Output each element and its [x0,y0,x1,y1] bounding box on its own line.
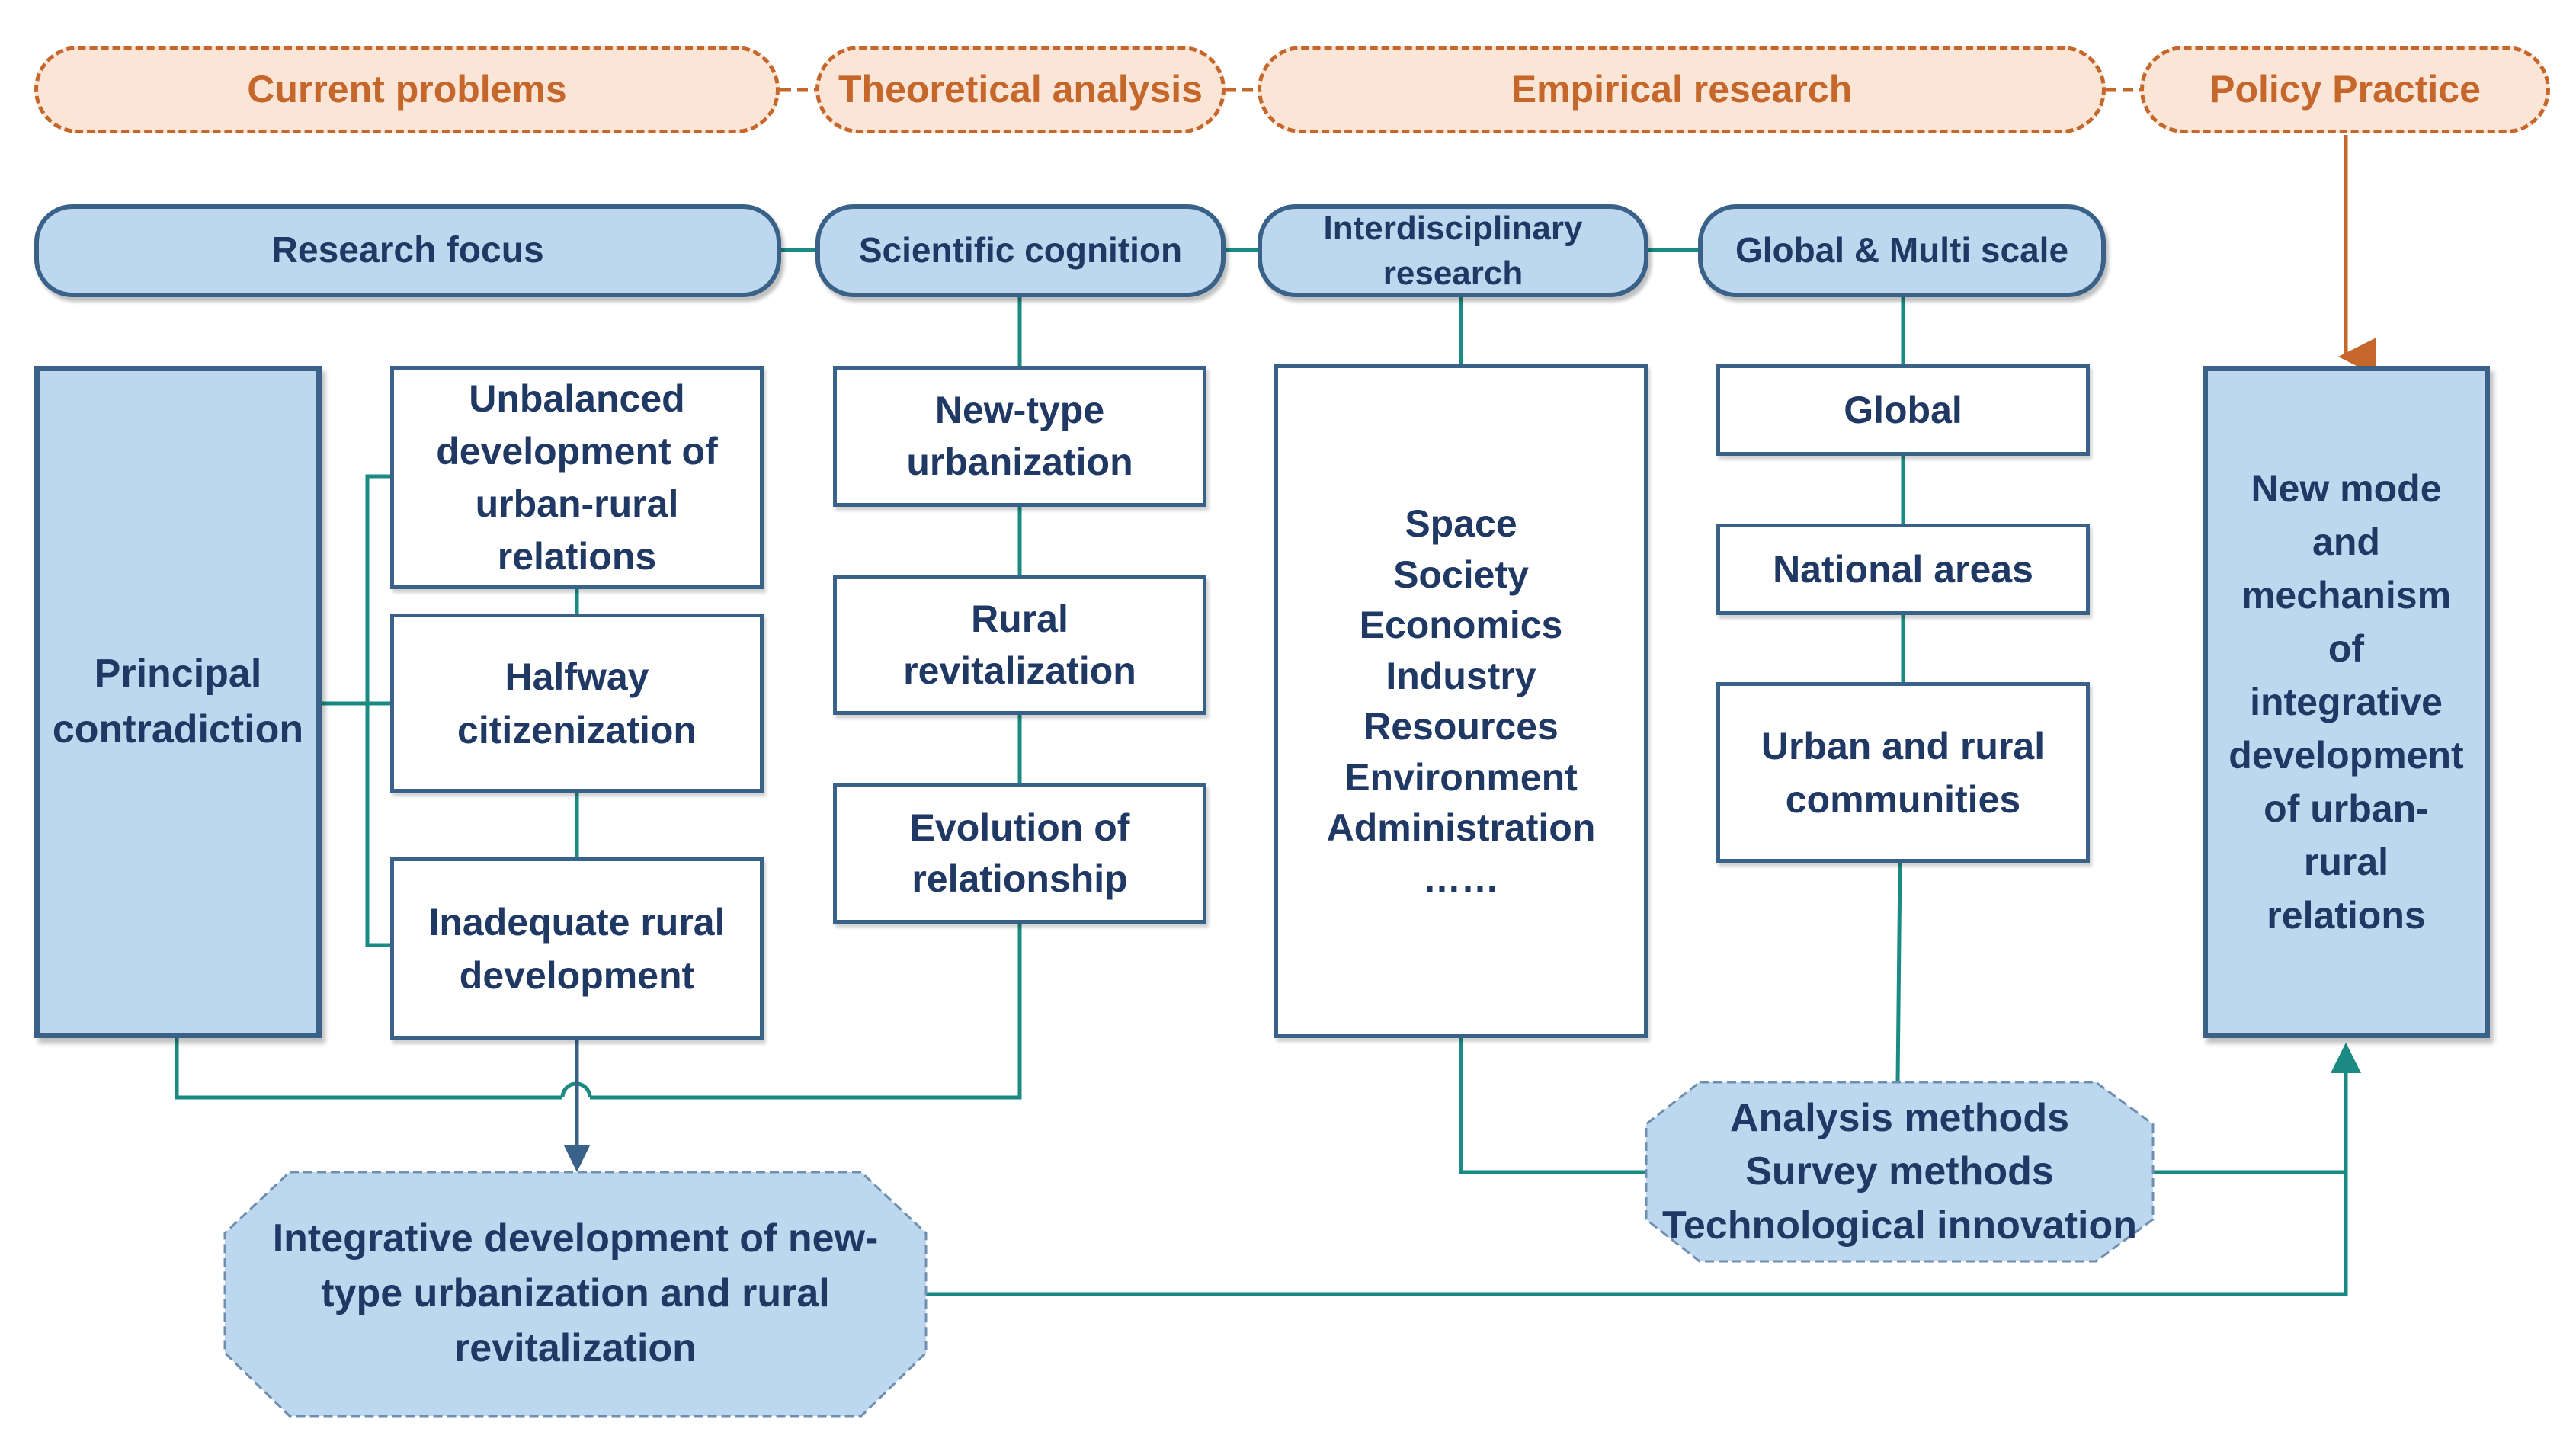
halfway-citizenization-box: Halfway citizenization [390,614,764,793]
methods-octagon: Analysis methods Survey methods Technolo… [1661,1096,2138,1248]
phase-theoretical-analysis: Theoretical analysis [815,46,1226,133]
outcome-new-mode-box: New mode and mechanism of integrative de… [2203,366,2490,1038]
national-areas-box: National areas [1716,524,2090,615]
pillar-global-multi-scale: Global & Multi scale [1698,204,2106,297]
pillar-research-focus: Research focus [34,204,781,297]
rural-revitalization-box: Rural revitalization [833,575,1206,715]
pillar-interdisciplinary-research: Interdisciplinary research [1258,204,1648,297]
phase-empirical-research: Empirical research [1258,46,2106,133]
integrative-development-octagon: Integrative development of new- type urb… [272,1216,879,1370]
phase-policy-practice: Policy Practice [2140,46,2550,133]
pillar-scientific-cognition: Scientific cognition [815,204,1226,297]
new-type-urbanization-box: New-type urbanization [833,366,1206,507]
disciplines-list-box: Space Society Economics Industry Resourc… [1274,364,1648,1038]
urban-rural-communities-box: Urban and rural communities [1716,682,2090,863]
global-scale-box: Global [1716,364,2090,456]
inadequate-rural-development-box: Inadequate rural development [390,857,764,1040]
principal-contradiction-box: Principal contradiction [34,366,322,1038]
evolution-of-relationship-box: Evolution of relationship [833,783,1206,924]
phase-current-problems: Current problems [34,46,780,133]
unbalanced-development-box: Unbalanced development of urban-rural re… [390,366,764,589]
